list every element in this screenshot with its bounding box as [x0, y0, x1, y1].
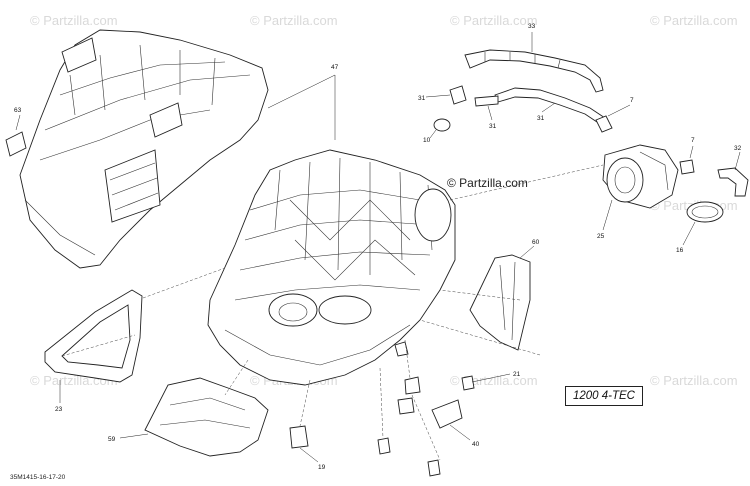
elbow-hose — [717, 151, 749, 197]
callout-31: 31 — [489, 123, 497, 130]
callout-23: 23 — [55, 406, 63, 413]
callout-labels: 47 33 31 31 31 7 7 10 32 63 25 16 60 23 … — [14, 23, 742, 471]
callout-60: 60 — [532, 239, 540, 246]
fitting-7a — [595, 104, 631, 133]
gasket-frame — [44, 289, 143, 403]
small-clamp — [429, 118, 451, 139]
callout-32: 32 — [734, 145, 742, 152]
clip-set — [289, 341, 511, 477]
callout-47: 47 — [331, 64, 339, 71]
airbox-body — [207, 74, 456, 386]
callout-31: 31 — [418, 95, 426, 102]
upper-hose — [464, 32, 604, 93]
callout-10: 10 — [423, 137, 431, 144]
watermark: © Partzilla.com — [250, 13, 338, 28]
callout-16: 16 — [676, 247, 684, 254]
fitting-7b — [679, 145, 695, 175]
callout-7: 7 — [630, 97, 634, 104]
side-duct — [469, 245, 535, 351]
callout-33: 33 — [528, 23, 536, 30]
callout-40: 40 — [472, 441, 480, 448]
callout-21: 21 — [513, 371, 521, 378]
intake-adapter — [602, 144, 679, 231]
watermark: © Partzilla.com — [650, 373, 738, 388]
lower-shield — [119, 377, 269, 457]
assembly-lines — [61, 164, 604, 461]
watermark: © Partzilla.com — [450, 13, 538, 28]
model-label: 1200 4-TEC — [565, 386, 643, 406]
callout-59: 59 — [108, 436, 116, 443]
callout-7: 7 — [691, 137, 695, 144]
callout-25: 25 — [597, 233, 605, 240]
center-watermark: © Partzilla.com — [447, 176, 528, 190]
drawing-reference: 35M1415-16-17-20 — [10, 474, 66, 481]
watermark: © Partzilla.com — [30, 13, 118, 28]
callout-63: 63 — [14, 107, 22, 114]
breather-hose — [425, 85, 606, 125]
watermark: © Partzilla.com — [650, 13, 738, 28]
large-clamp — [682, 201, 724, 246]
callout-19: 19 — [318, 464, 326, 471]
airbox-cover-upper — [5, 29, 269, 269]
callout-31: 31 — [537, 115, 545, 122]
